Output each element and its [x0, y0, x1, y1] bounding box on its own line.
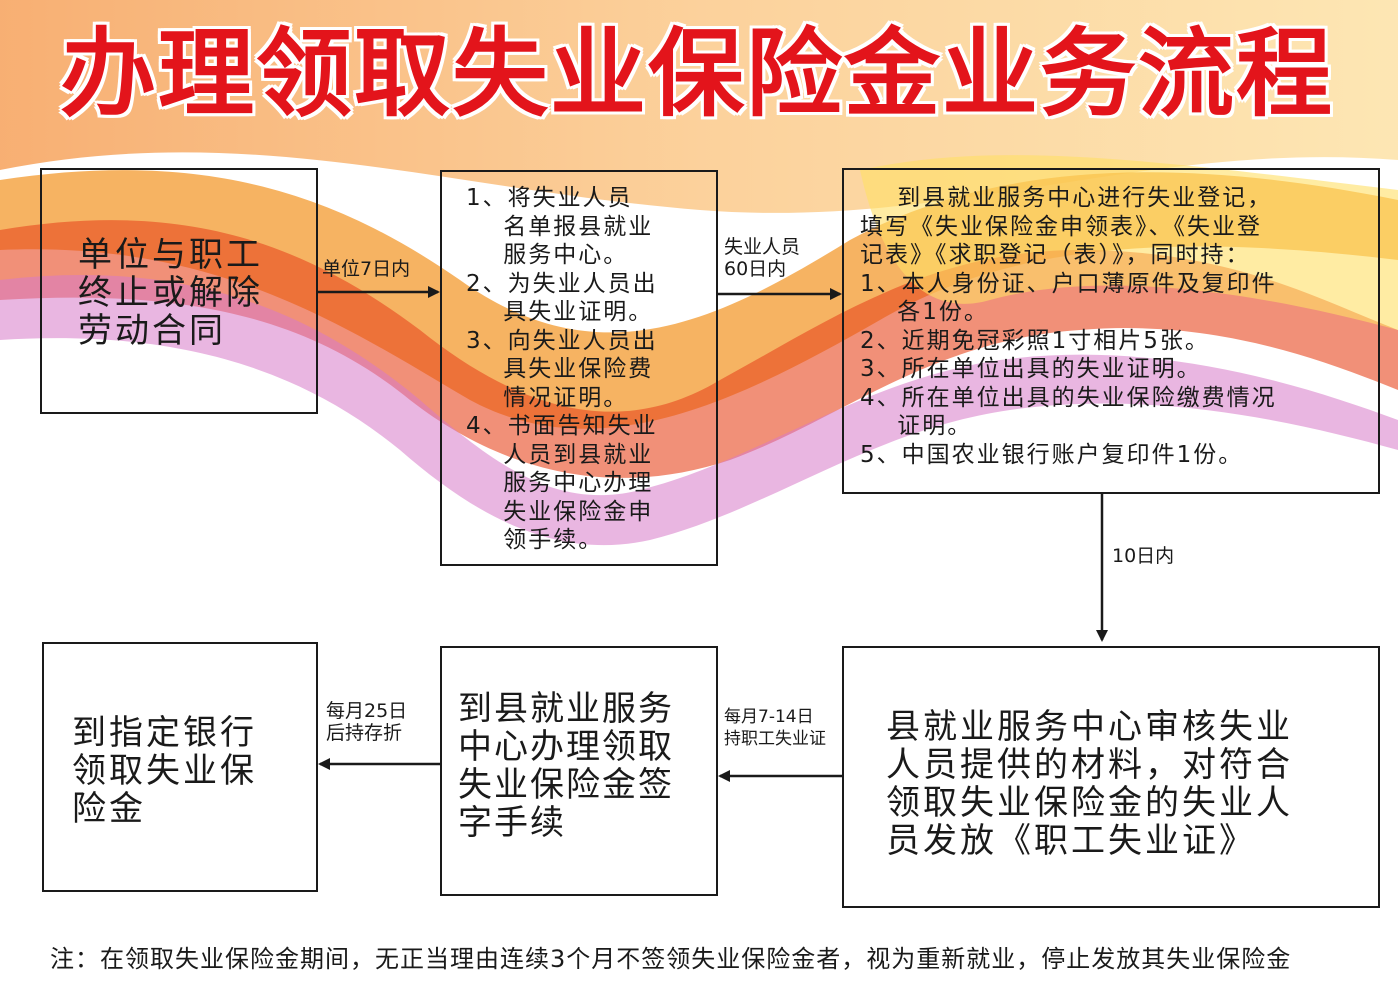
arrow-label-within-60-days: 失业人员 60日内: [724, 236, 801, 280]
employer-duties-text: 1、将失业人员 名单报县就业 服务中心。 2、为失业人员出 具失业证明。 3、向…: [466, 185, 658, 553]
bank-collect-box: 到指定银行 领取失业保 险金: [42, 642, 318, 892]
footnote: 注：在领取失业保险金期间，无正当理由连续3个月不签领失业保险金者，视为重新就业，…: [50, 945, 1292, 973]
registration-requirements-text: 到县就业服务中心进行失业登记， 填写《失业保险金申领表》、《失业登 记表》《求职…: [860, 185, 1277, 468]
page-title: 办理领取失业保险金业务流程: [60, 18, 1334, 130]
registration-requirements-box: 到县就业服务中心进行失业登记， 填写《失业保险金申领表》、《失业登 记表》《求职…: [842, 168, 1380, 494]
employer-duties-box: 1、将失业人员 名单报县就业 服务中心。 2、为失业人员出 具失业证明。 3、向…: [440, 170, 718, 566]
arrow-label-monthly-25: 每月25日 后持存折: [326, 700, 408, 744]
arrow-label-within-7-days: 单位7日内: [322, 258, 411, 280]
arrow-label-within-10-days: 10日内: [1112, 545, 1175, 567]
review-issue-certificate-box: 县就业服务中心审核失业 人员提供的材料，对符合 领取失业保险金的失业人 员发放《…: [842, 646, 1380, 908]
bank-collect-text: 到指定银行 领取失业保 险金: [72, 713, 257, 829]
step-terminate-contract-text: 单位与职工 终止或解除 劳动合同: [78, 235, 263, 351]
review-issue-certificate-text: 县就业服务中心审核失业 人员提供的材料，对符合 领取失业保险金的失业人 员发放《…: [886, 707, 1293, 861]
sign-procedure-box: 到县就业服务 中心办理领取 失业保险金签 字手续: [440, 646, 718, 896]
arrow-label-monthly-7-14: 每月7-14日 持职工失业证: [724, 707, 826, 749]
sign-procedure-text: 到县就业服务 中心办理领取 失业保险金签 字手续: [458, 689, 674, 843]
step-terminate-contract-box: 单位与职工 终止或解除 劳动合同: [40, 168, 318, 414]
